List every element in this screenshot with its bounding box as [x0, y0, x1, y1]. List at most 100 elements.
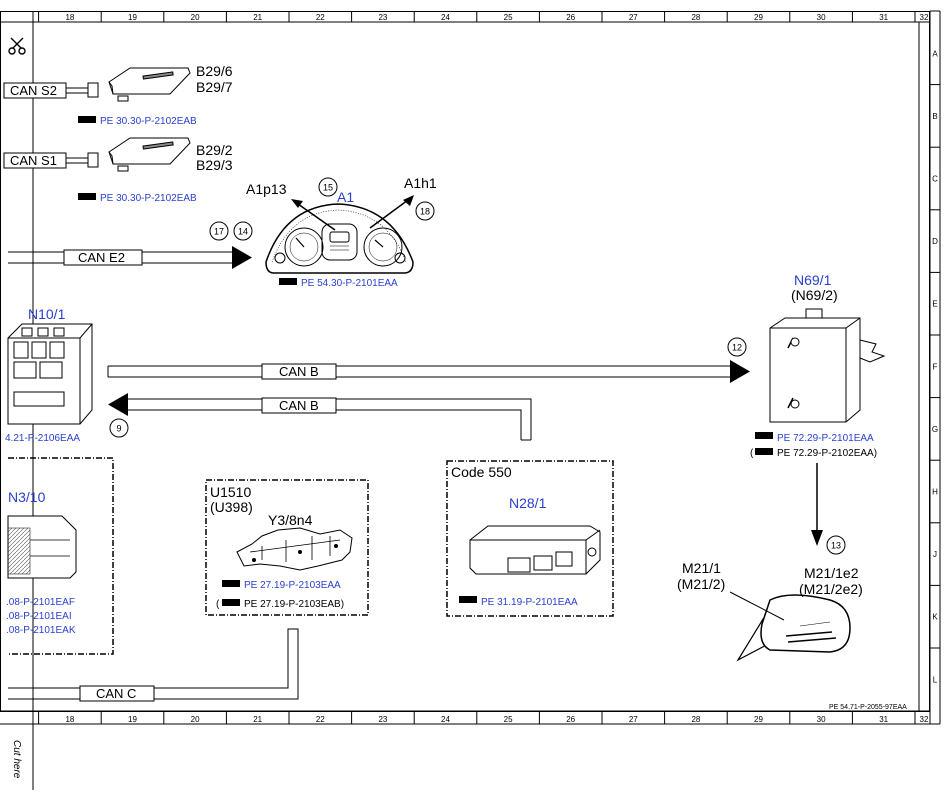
ruler-column-label: 30	[817, 13, 826, 22]
ruler-column-label: 24	[441, 13, 450, 22]
ruler-row-label: D	[932, 237, 938, 246]
n28-1-label: N28/1	[509, 495, 547, 511]
ruler-ticks	[38, 11, 940, 724]
svg-text:(: (	[750, 448, 754, 459]
n69-1-label: N69/1	[794, 272, 832, 288]
a1p13-arrow	[291, 199, 336, 231]
ref-b29-b: PE 30.30-P-2102EAB	[78, 193, 197, 204]
svg-text:CAN C: CAN C	[96, 686, 136, 701]
a1-instrument-cluster	[265, 203, 414, 274]
callout-13: 13	[826, 535, 846, 555]
ref-a1: PE 54.30-P-2101EAA	[279, 278, 398, 289]
b29-2-sensor	[108, 137, 191, 172]
svg-text:PE 72.29-P-2101EAA: PE 72.29-P-2101EAA	[777, 433, 874, 444]
svg-text:15: 15	[323, 183, 333, 193]
b29-6-sensor	[108, 67, 191, 102]
callout-15: 15	[318, 177, 338, 197]
ruler-column-label: 21	[253, 715, 262, 724]
ruler-column-label: 28	[691, 715, 700, 724]
ruler-column-label: 26	[566, 13, 575, 22]
ruler-column-label: 31	[879, 715, 888, 724]
can-c-bus: CAN C	[8, 628, 299, 702]
code-550-label: Code 550	[451, 464, 512, 480]
svg-text:PE 27.19-P-2103EAB): PE 27.19-P-2103EAB)	[244, 599, 344, 610]
ref-u1510-b: ( PE 27.19-P-2103EAB)	[216, 599, 344, 610]
ruler-column-label: 23	[378, 715, 387, 724]
ruler-row-label: F	[933, 362, 938, 371]
ruler-column-label: 18	[65, 715, 74, 724]
n10-1-label: N10/1	[28, 306, 66, 322]
u398-label: (U398)	[210, 499, 253, 515]
ruler-row-label: G	[932, 425, 938, 434]
svg-text:PE 30.30-P-2102EAB: PE 30.30-P-2102EAB	[100, 116, 197, 127]
can-e2-bus: CAN E2	[8, 246, 252, 269]
callout-14: 14	[233, 221, 253, 241]
svg-text:4.21-P-2106EAA: 4.21-P-2106EAA	[5, 433, 80, 444]
u1510-label: U1510	[210, 484, 251, 500]
m21-mirror	[736, 594, 851, 662]
ruler-row-label: L	[933, 675, 938, 684]
n69-to-m21-arrow	[811, 463, 823, 546]
ruler-column-label: 22	[316, 715, 325, 724]
ruler-row-label: B	[932, 112, 937, 121]
svg-text:CAN E2: CAN E2	[78, 250, 125, 265]
ruler-column-label: 27	[629, 13, 638, 22]
b29-7-label: B29/7	[196, 79, 233, 95]
can-b-bus-right: CAN B	[107, 360, 750, 383]
b29-6-label: B29/6	[196, 63, 233, 79]
ruler-column-label: 19	[128, 715, 137, 724]
ruler-row-label: E	[932, 300, 937, 309]
ruler-column-label: 23	[378, 13, 387, 22]
cut-label: Cut here	[11, 740, 22, 779]
svg-text:18: 18	[420, 207, 430, 217]
svg-text:12: 12	[732, 343, 742, 353]
m21-leader	[729, 591, 785, 621]
ruler-column-label: 30	[817, 715, 826, 724]
svg-text:PE 54.30-P-2101EAA: PE 54.30-P-2101EAA	[301, 278, 398, 289]
ruler-row-label: C	[932, 175, 938, 184]
a1p13-label: A1p13	[246, 181, 287, 197]
ruler-column-label: 26	[566, 715, 575, 724]
svg-text:14: 14	[238, 227, 248, 237]
m21-2e2-label: (M21/2e2)	[799, 581, 863, 597]
n10-1-module	[7, 323, 93, 425]
svg-text:9: 9	[116, 424, 121, 434]
y3-8n4-label: Y3/8n4	[268, 512, 313, 528]
ruler-row-label: A	[932, 49, 938, 58]
svg-text:CAN B: CAN B	[279, 398, 319, 413]
ref-n10: 4.21-P-2106EAA	[5, 433, 80, 444]
svg-text:PE 31.19-P-2101EAA: PE 31.19-P-2101EAA	[481, 597, 578, 608]
svg-text:PE 72.29-P-2102EAA): PE 72.29-P-2102EAA)	[777, 448, 877, 459]
svg-text:17: 17	[214, 227, 224, 237]
drawing-frame	[0, 10, 941, 725]
a1h1-label: A1h1	[404, 175, 437, 191]
svg-text:CAN S2: CAN S2	[10, 83, 57, 98]
callout-12: 12	[727, 337, 747, 357]
ruler-column-label: 20	[191, 13, 200, 22]
m21-1e2-label: M21/1e2	[804, 565, 859, 581]
ruler-column-label: 20	[191, 715, 200, 724]
a1-label: A1	[337, 189, 354, 205]
n3-10-box	[7, 457, 114, 655]
drawing-ref: PE 54.71-P-2055-97EAA	[829, 704, 907, 711]
svg-text:CAN S1: CAN S1	[10, 153, 57, 168]
n69-1-module	[769, 308, 886, 423]
a1h1-arrow	[369, 195, 414, 229]
svg-text:PE 27.19-P-2103EAA: PE 27.19-P-2103EAA	[244, 580, 341, 591]
ruler-column-label: 32	[920, 715, 929, 724]
ruler-column-label: 19	[128, 13, 137, 22]
svg-text:13: 13	[831, 541, 841, 551]
ruler-column-label: 28	[691, 13, 700, 22]
ref-n28: PE 31.19-P-2101EAA	[459, 596, 578, 608]
u1510-box	[205, 479, 369, 616]
ruler-column-label: 27	[629, 715, 638, 724]
svg-text:PE 30.30-P-2102EAB: PE 30.30-P-2102EAB	[100, 193, 197, 204]
callout-9: 9	[109, 418, 129, 438]
ruler-column-label: 22	[316, 13, 325, 22]
ref-n3-b: .08-P-2101EAI	[6, 611, 72, 622]
ruler-column-label: 24	[441, 715, 450, 724]
ref-n69-b: ( PE 72.29-P-2102EAA)	[750, 448, 877, 459]
